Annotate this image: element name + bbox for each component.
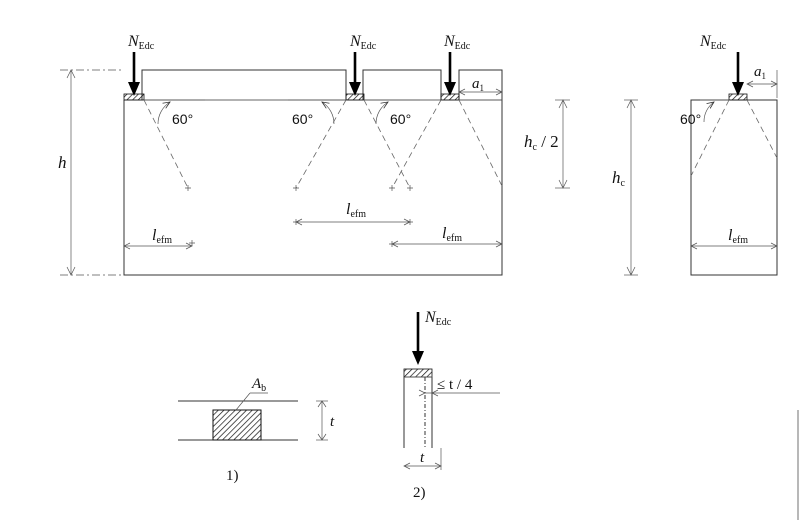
load-label: NEdc xyxy=(443,33,471,52)
lefm-dimension: lefm xyxy=(123,227,195,250)
detail-2-caption: 2) xyxy=(413,485,426,501)
detail-2-section: NEdc ≤ t / 4 t 2) xyxy=(403,309,500,501)
column-height-dimension: hc xyxy=(612,99,638,276)
end-marks xyxy=(185,185,413,191)
svg-text:lefm: lefm xyxy=(152,227,172,246)
svg-text:lefm: lefm xyxy=(346,201,366,220)
detail-1-caption: 1) xyxy=(226,468,239,484)
svg-text:lefm: lefm xyxy=(442,225,462,244)
lefm-dimension: lefm xyxy=(293,201,413,226)
bearing-plate xyxy=(403,368,433,378)
lefm-dimension: lefm xyxy=(389,225,503,248)
load-label: NEdc xyxy=(424,309,452,328)
load-label: NEdc xyxy=(349,33,377,52)
eccentricity-label: ≤ t / 4 xyxy=(437,377,473,393)
load-arrow xyxy=(444,52,456,96)
bearing-area xyxy=(212,409,262,441)
wall-elevation-left: h NEdc NEdc NEdc xyxy=(58,33,503,276)
column-elevation-right: NEdc 60° a1 lefm xyxy=(680,33,778,276)
load-arrow xyxy=(349,52,361,96)
angle-label: 60° xyxy=(292,111,313,127)
load-arrow xyxy=(412,312,424,365)
svg-text:a1: a1 xyxy=(472,76,484,93)
half-height-dimension: hc / 2 xyxy=(524,99,570,189)
angle-label: 60° xyxy=(390,111,411,127)
load-arrow xyxy=(128,52,140,96)
height-label: h xyxy=(58,153,67,172)
svg-text:a1: a1 xyxy=(754,64,766,81)
load-label: NEdc xyxy=(127,33,155,52)
height-dimension: h xyxy=(58,69,76,276)
svg-text:Ab: Ab xyxy=(251,376,266,394)
angle-label: 60° xyxy=(172,111,193,127)
svg-text:t: t xyxy=(330,414,335,430)
svg-text:t: t xyxy=(420,450,425,466)
angle-label: 60° xyxy=(680,111,701,127)
svg-text:hc: hc xyxy=(612,168,626,189)
a1-dimension: a1 xyxy=(458,76,503,96)
svg-text:hc / 2: hc / 2 xyxy=(524,132,559,153)
svg-text:lefm: lefm xyxy=(728,227,748,246)
load-label: NEdc xyxy=(699,33,727,52)
detail-1-plan: Ab t 1) xyxy=(178,376,335,484)
load-arrow xyxy=(732,52,744,96)
